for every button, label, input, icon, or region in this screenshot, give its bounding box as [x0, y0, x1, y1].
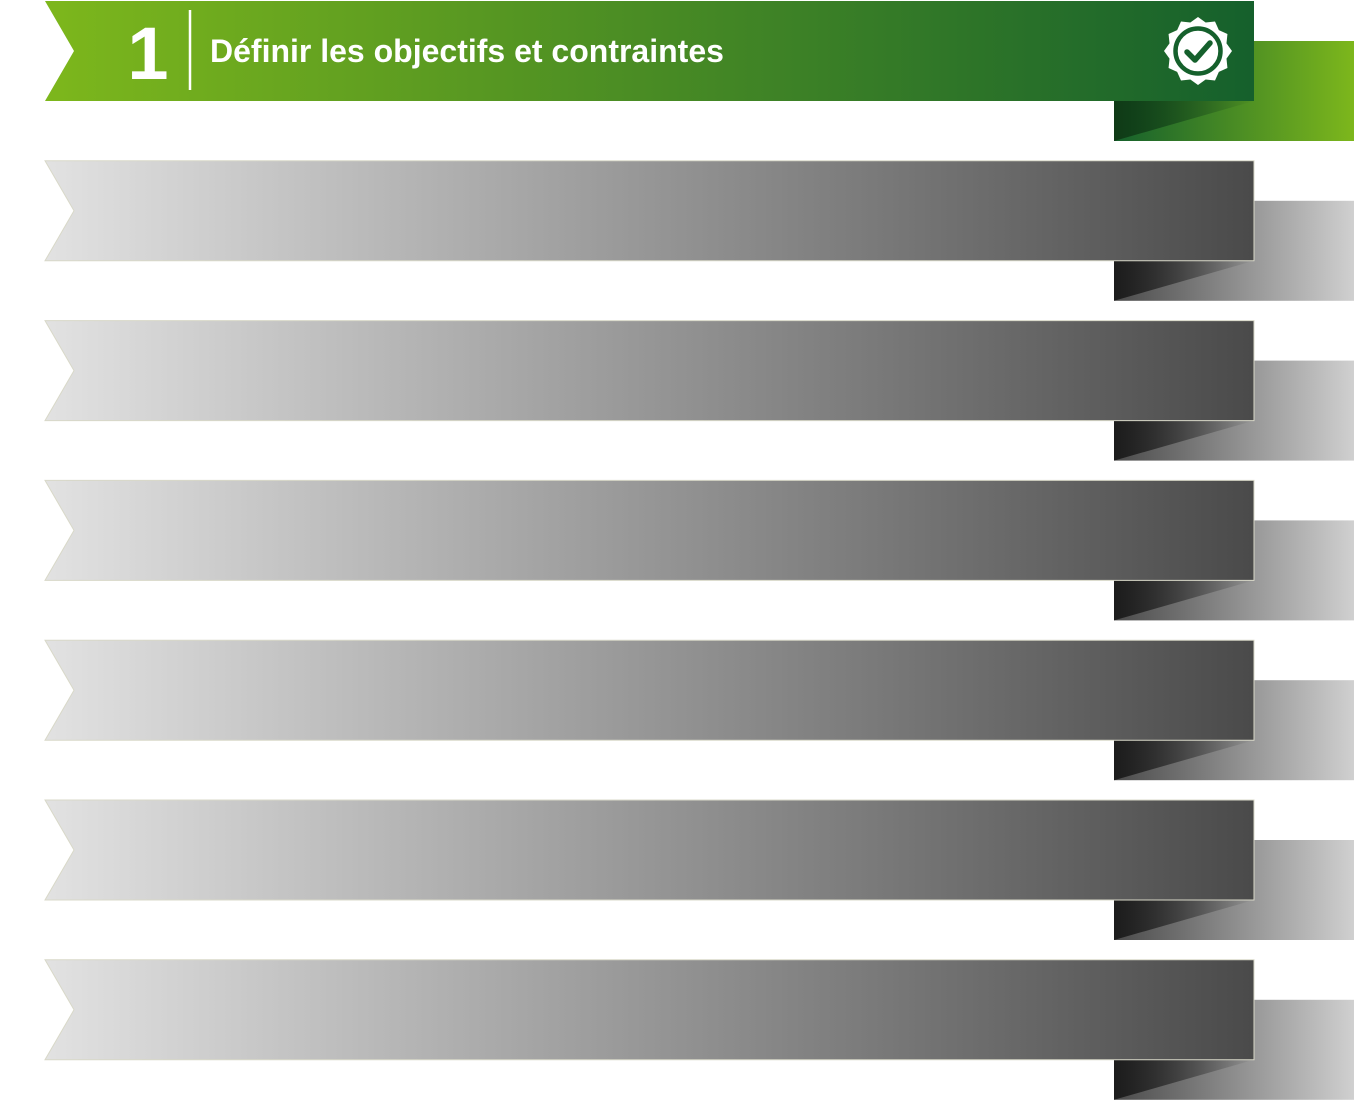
step-ribbon-5 — [44, 639, 1354, 781]
ribbon-band — [44, 320, 1255, 422]
ribbon-band — [44, 160, 1255, 262]
ribbon-fold — [1114, 101, 1254, 141]
step-ribbon-4 — [44, 479, 1354, 621]
ribbon-band — [44, 479, 1255, 581]
step-ribbon-2 — [44, 160, 1354, 301]
step-ribbon-7 — [44, 959, 1354, 1100]
step-ribbon-6 — [44, 799, 1354, 940]
ribbon-band — [44, 959, 1255, 1061]
step-title: Définir les objectifs et contraintes — [210, 33, 724, 69]
ribbon-fold — [1114, 900, 1254, 940]
ribbon-band — [45, 1, 1254, 101]
ribbon-fold — [1114, 740, 1254, 781]
ribbon-fold — [1114, 1059, 1254, 1100]
ribbon-fold — [1114, 260, 1254, 301]
ribbon-band — [44, 639, 1255, 741]
ribbon-fold — [1114, 420, 1254, 461]
ribbon-fold — [1114, 580, 1254, 621]
check-badge-icon — [1164, 17, 1232, 85]
ribbon-band — [44, 799, 1255, 901]
step-ribbon-1: 1 Définir les objectifs et contraintes — [45, 1, 1354, 141]
step-number: 1 — [127, 12, 168, 95]
step-ribbon-3 — [44, 320, 1354, 461]
